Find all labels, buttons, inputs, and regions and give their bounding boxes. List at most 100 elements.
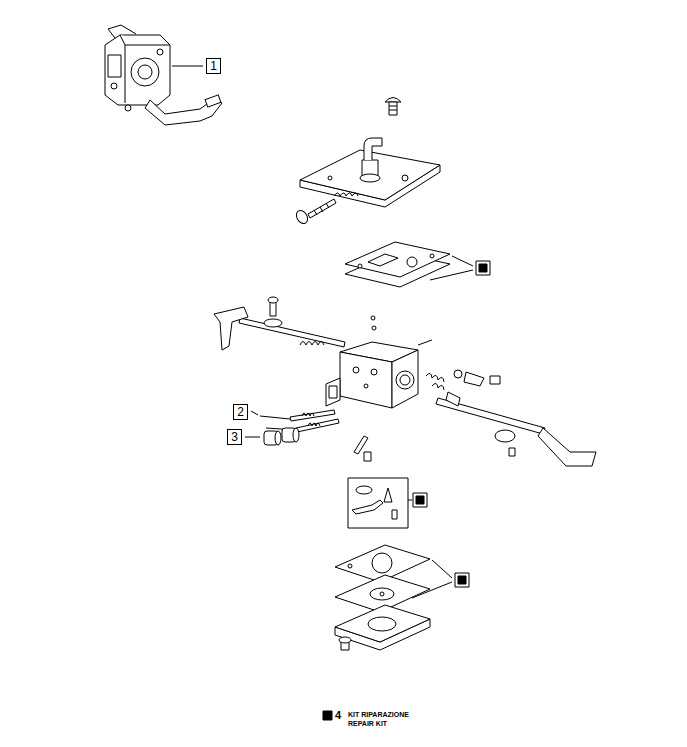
assembled-carburetor [105, 35, 170, 105]
assembled-carburetor [125, 45, 126, 103]
pump-cover [300, 138, 440, 207]
mixture-needles [290, 410, 335, 421]
diaphragm-stack [370, 588, 394, 600]
small-parts [371, 316, 375, 320]
callout-number: 4 [335, 710, 341, 721]
assembled-carburetor [108, 55, 121, 77]
kit-marker [455, 573, 469, 587]
throttle-shaft [214, 297, 345, 350]
legend-marker [323, 711, 332, 720]
assembled-carburetor [125, 105, 131, 111]
choke-parts [464, 372, 484, 386]
callout-box: 1 [206, 58, 221, 74]
kit-marker [413, 493, 427, 507]
adjustment-screw [326, 203, 329, 208]
screw [385, 98, 401, 103]
leader-line [245, 437, 260, 438]
assembled-carburetor [205, 95, 221, 107]
adjustment-screw [308, 199, 336, 218]
choke-parts [446, 392, 460, 406]
assembled-carburetor [138, 65, 152, 79]
throttle-shaft [214, 307, 248, 350]
callout-box: 3 [227, 429, 242, 445]
pin-and-screw [354, 436, 371, 461]
assembled-carburetor [131, 58, 159, 86]
pin-and-screw [364, 452, 371, 461]
leader-line [412, 560, 452, 598]
leader-line [408, 500, 412, 501]
carburetor-body [400, 375, 410, 385]
carburetor-body [340, 352, 392, 408]
leader-line [251, 411, 258, 415]
throttle-shaft [300, 342, 324, 346]
choke-parts [490, 376, 500, 384]
diaphragm-stack [335, 545, 430, 650]
pin-and-screw [354, 436, 368, 454]
choke-parts [426, 370, 596, 466]
mixture-needles [308, 423, 320, 426]
needle-kit [348, 478, 408, 528]
throttle-shaft [239, 318, 345, 347]
choke-parts [538, 428, 596, 466]
gasket [407, 257, 417, 267]
small-parts [371, 316, 376, 330]
legend-marker [323, 711, 332, 720]
kit-marker [458, 576, 466, 584]
pump-cover [364, 138, 382, 160]
carburetor-body [353, 367, 359, 373]
diaphragm-stack [335, 605, 430, 642]
needle-kit [348, 478, 408, 528]
adjustment-screw [320, 207, 323, 212]
choke-parts [509, 448, 515, 456]
leader-line [412, 582, 452, 598]
mixture-needles [302, 413, 314, 416]
kit-marker [479, 264, 487, 272]
screw [389, 102, 397, 115]
gasket [345, 242, 450, 287]
leader-line [452, 256, 473, 266]
callout-box: 2 [233, 404, 248, 420]
callout-number: 3 [231, 431, 238, 443]
gasket [368, 254, 398, 266]
gasket [345, 242, 450, 277]
carburetor-body [396, 371, 414, 389]
limiter-caps [293, 428, 299, 442]
kit-marker [476, 261, 490, 275]
adjustment-screw [294, 193, 358, 226]
needle-kit [384, 488, 392, 502]
adjustment-screw [314, 210, 317, 215]
mixture-needles [260, 410, 339, 432]
diaphragm-stack [348, 564, 352, 568]
choke-parts [426, 373, 444, 382]
carburetor-body [418, 340, 432, 345]
mixture-needles [260, 416, 290, 419]
leader-line [408, 500, 412, 501]
assembled-carburetor [105, 25, 222, 125]
kit-marker [476, 261, 490, 275]
leader-line [172, 66, 203, 67]
pump-cover [402, 175, 408, 181]
choke-parts [454, 370, 462, 378]
limiter-caps [275, 431, 281, 445]
needle-kit [352, 500, 383, 514]
gasket [358, 264, 362, 268]
carburetor-body [364, 384, 368, 388]
legend-text: REPAIR KIT [348, 720, 387, 727]
assembled-carburetor [111, 83, 117, 89]
choke-parts [432, 383, 444, 390]
carburetor-body [392, 350, 418, 408]
leader-line [432, 560, 452, 578]
callout-number: 1 [210, 60, 217, 72]
carburetor-body [326, 340, 432, 408]
adjustment-screw [294, 208, 310, 225]
gasket [430, 254, 434, 258]
legend-text: KIT RIPARAZIONE [348, 711, 409, 718]
carburetor-body [329, 386, 337, 398]
assembled-carburetor [157, 49, 163, 55]
pump-cover [328, 176, 332, 180]
diaphragm-stack [339, 637, 351, 643]
diaphragm-stack [368, 617, 396, 631]
kit-marker [416, 496, 424, 504]
callout-number: 2 [237, 406, 244, 418]
